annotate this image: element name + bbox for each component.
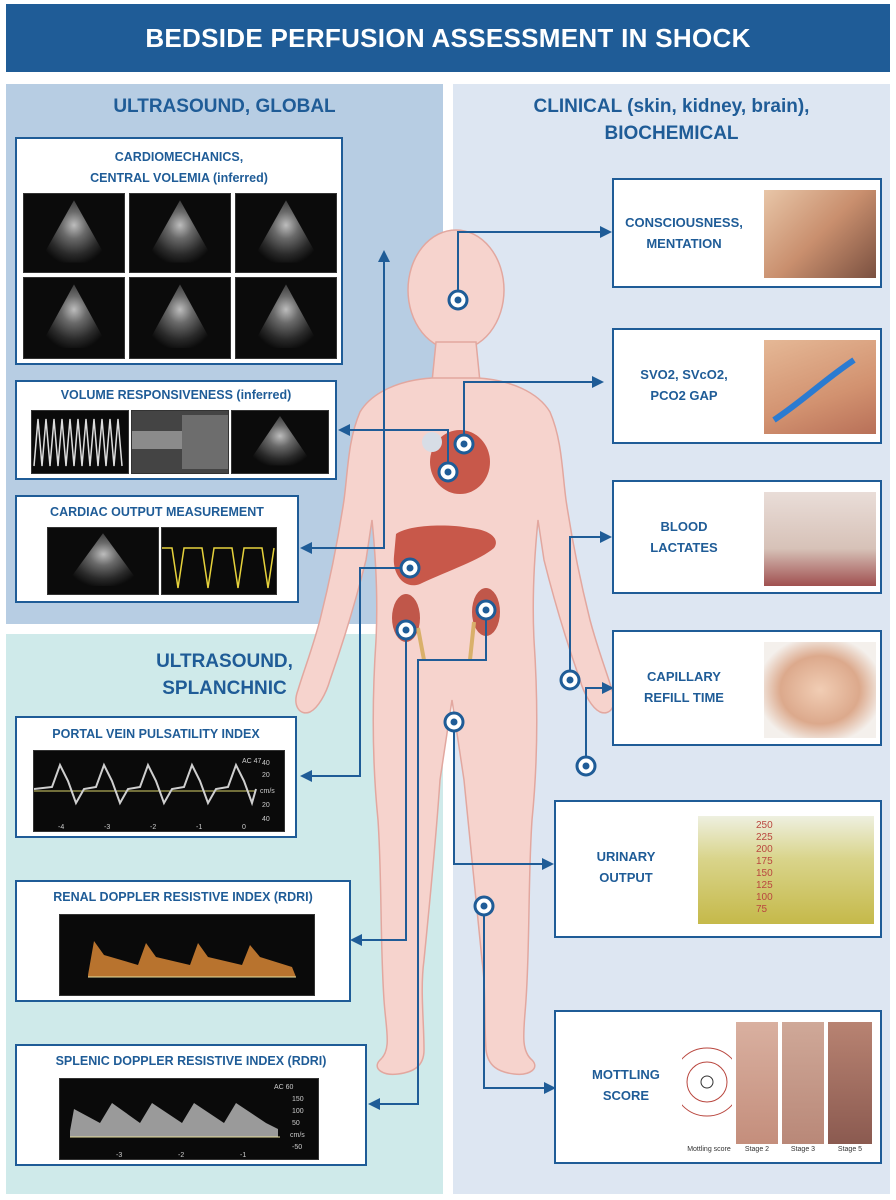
portal-x-tick-4: 0	[242, 824, 246, 831]
section-title-splanchnic: ULTRASOUND,SPLANCHNIC	[156, 651, 293, 699]
urine-scale-2: 200	[756, 844, 773, 855]
section-title-global: ULTRASOUND, GLOBAL	[113, 96, 336, 117]
mottling-caption-0: Mottling score	[687, 1146, 731, 1153]
target-markers	[395, 289, 597, 917]
arrow-heads	[300, 226, 614, 1110]
portal-x-tick-2: -2	[150, 824, 156, 831]
urine-scale-5: 125	[756, 880, 773, 891]
cardiomechanics-title: CARDIOMECHANICS,CENTRAL VOLEMIA (inferre…	[90, 150, 268, 185]
splenic-x-tick-1: -2	[178, 1152, 184, 1159]
echo-image-3	[235, 193, 337, 273]
box-volume-responsiveness: VOLUME RESPONSIVENESS (inferred)	[15, 380, 337, 480]
echo-image-1	[23, 193, 125, 273]
urine-scale-6: 100	[756, 892, 773, 903]
echo-image-6	[235, 277, 337, 359]
mottling-diagram	[682, 1022, 732, 1144]
splenic-tick-label-3: 50	[292, 1120, 300, 1127]
portal-tick-label-2: 20	[262, 772, 270, 779]
echo-image-cardiac-output	[47, 527, 159, 595]
photo-urine-bag: 250 225 200 175 150 125 100 75	[698, 816, 874, 924]
splenic-x-tick-0: -3	[116, 1152, 122, 1159]
portal-tick-label-3: cm/s	[260, 788, 275, 795]
page-title: BEDSIDE PERFUSION ASSESSMENT IN SHOCK	[6, 4, 890, 72]
photo-blood-sample	[764, 492, 876, 586]
photo-mottling-stage-3	[782, 1022, 824, 1144]
section-title-clinical: CLINICAL (skin, kidney, brain),BIOCHEMIC…	[533, 96, 810, 144]
doppler-image-volume-1	[31, 410, 129, 474]
urine-scale-3: 175	[756, 856, 773, 867]
echo-image-5	[129, 277, 231, 359]
consciousness-label: CONSCIOUSNESS,MENTATION	[625, 215, 743, 251]
box-cardiac-output: CARDIAC OUTPUT MEASUREMENT	[15, 495, 299, 603]
portal-tick-label-1: 40	[262, 760, 270, 767]
urine-scale-0: 250	[756, 820, 773, 831]
photo-finger	[764, 642, 876, 738]
echo-image-2	[129, 193, 231, 273]
box-renal-doppler: RENAL DOPPLER RESISTIVE INDEX (RDRI)	[15, 880, 351, 1002]
cardiac-output-title: CARDIAC OUTPUT MEASUREMENT	[50, 505, 264, 519]
svo2-label: SVO2, SVcO2,PCO2 GAP	[640, 367, 728, 403]
portal-x-tick-3: -1	[196, 824, 202, 831]
urine-scale-7: 75	[756, 904, 768, 915]
echo-image-volume-3	[231, 410, 329, 474]
urine-scale-1: 225	[756, 832, 773, 843]
portal-x-tick-0: -4	[58, 824, 64, 831]
box-svo2: SVO2, SVcO2,PCO2 GAP	[612, 328, 882, 444]
mottling-caption-1: Stage 2	[744, 1146, 770, 1153]
box-splenic-doppler: SPLENIC DOPPLER RESISTIVE INDEX (RDRI) A…	[15, 1044, 367, 1166]
box-portal-vein: PORTAL VEIN PULSATILITY INDEX AC 47 40 2…	[15, 716, 297, 838]
portal-tick-label-4: 20	[262, 802, 270, 809]
renal-doppler-title: RENAL DOPPLER RESISTIVE INDEX (RDRI)	[53, 890, 313, 904]
mottling-caption-3: Stage 5	[837, 1146, 863, 1153]
doppler-image-splenic: AC 60 150 100 50 cm/s -50 -3 -2 -1	[59, 1078, 319, 1160]
photo-mottling-stage-5	[828, 1022, 872, 1144]
photo-face	[764, 190, 876, 278]
splenic-tick-label-5: -50	[292, 1144, 302, 1151]
doppler-image-renal	[59, 914, 315, 996]
box-consciousness: CONSCIOUSNESS,MENTATION	[612, 178, 882, 288]
splenic-doppler-title: SPLENIC DOPPLER RESISTIVE INDEX (RDRI)	[55, 1054, 327, 1068]
photo-mottling-stage-2	[736, 1022, 778, 1144]
splenic-tick-label-0: AC 60	[274, 1084, 294, 1091]
mottling-caption-2: Stage 3	[790, 1146, 816, 1153]
splenic-tick-label-1: 150	[292, 1096, 304, 1103]
portal-vein-title: PORTAL VEIN PULSATILITY INDEX	[52, 727, 260, 741]
splenic-tick-label-2: 100	[292, 1108, 304, 1115]
portal-tick-label-0: AC 47	[242, 758, 262, 765]
echo-image-4	[23, 277, 125, 359]
portal-tick-label-5: 40	[262, 816, 270, 823]
box-cardiomechanics: CARDIOMECHANICS,CENTRAL VOLEMIA (inferre…	[15, 137, 343, 365]
urine-scale-4: 150	[756, 868, 773, 879]
splenic-x-tick-2: -1	[240, 1152, 246, 1159]
doppler-image-cardiac-output	[161, 527, 277, 595]
portal-x-tick-1: -3	[104, 824, 110, 831]
photo-central-line	[764, 340, 876, 434]
mmode-image-volume-2	[131, 410, 229, 474]
connector-lines	[306, 231, 608, 1105]
doppler-image-portal-vein: AC 47 40 20 cm/s 20 40 -4 -3 -2 -1 0	[33, 750, 285, 832]
volume-responsiveness-title: VOLUME RESPONSIVENESS (inferred)	[60, 388, 292, 402]
splenic-tick-label-4: cm/s	[290, 1132, 305, 1139]
